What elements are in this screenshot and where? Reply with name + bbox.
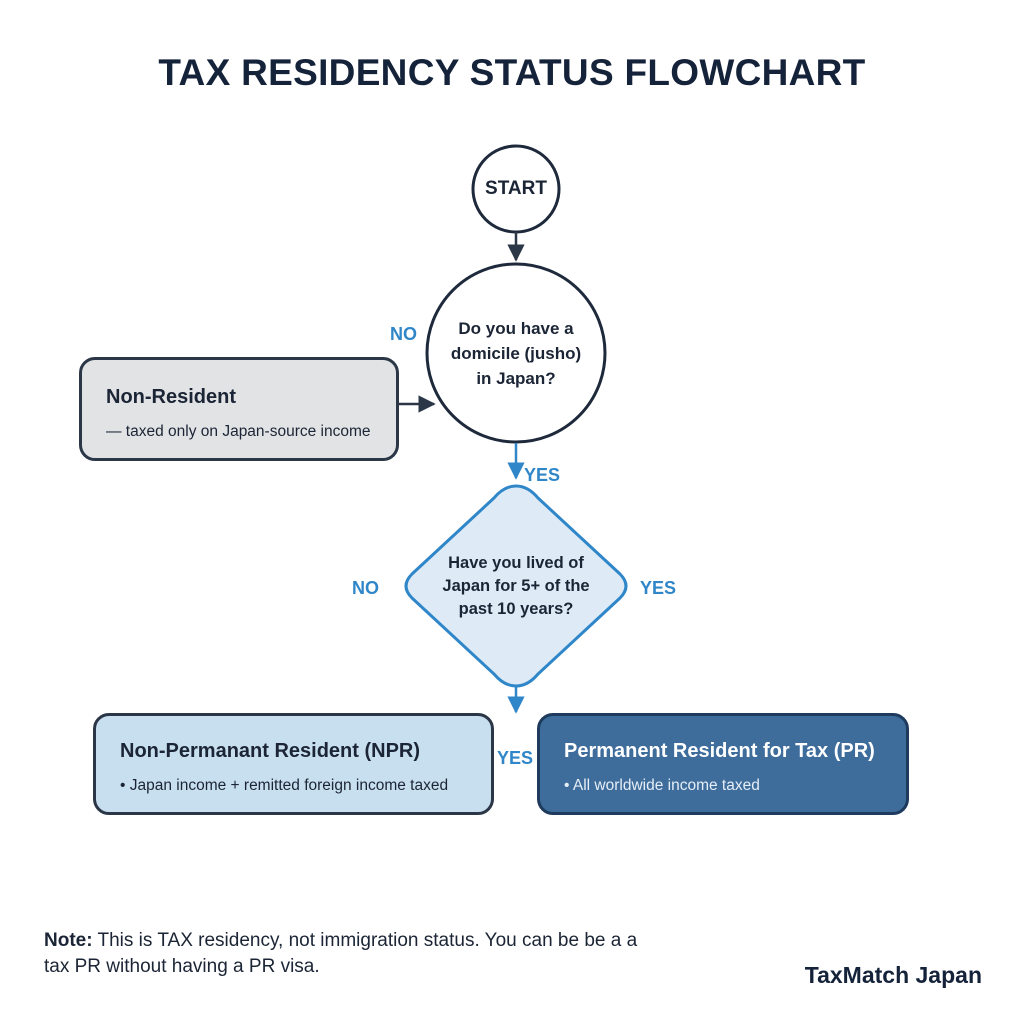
years-question-text: Have you lived of Japan for 5+ of the pa… — [442, 553, 590, 618]
non-resident-title: Non-Resident — [106, 386, 236, 408]
pr-title: Permanent Resident for Tax (PR) — [564, 740, 875, 762]
pr-description: • All worldwide income taxed — [564, 777, 760, 794]
brand-logo-text: TaxMatch Japan — [804, 962, 982, 988]
footnote-text: This is TAX residency, not immigration s… — [44, 930, 638, 977]
non-resident-description: — taxed only on Japan-source income — [106, 423, 371, 440]
non-resident-box: Non-Resident — taxed only on Japan-sourc… — [79, 357, 399, 461]
years-no-label: NO — [352, 578, 379, 598]
footnote-label: Note: — [44, 930, 93, 951]
pr-box: Permanent Resident for Tax (PR) • All wo… — [537, 713, 909, 815]
years-yes-right-label: YES — [640, 578, 677, 598]
domicile-question-text: Do you have a domicile (jusho) in Japan? — [450, 318, 582, 388]
footnote: Note: This is TAX residency, not immigra… — [44, 928, 664, 980]
years-yes-bottom-label: YES — [497, 748, 534, 768]
page-title: TAX RESIDENCY STATUS FLOWCHART — [158, 52, 866, 93]
domicile-question-node — [425, 262, 607, 444]
start-node-label: START — [485, 178, 547, 199]
npr-description: • Japan income + remitted foreign income… — [120, 777, 449, 794]
npr-title: Non-Permanant Resident (NPR) — [120, 740, 421, 762]
npr-box: Non-Permanant Resident (NPR) • Japan inc… — [93, 713, 494, 815]
domicile-yes-label: YES — [524, 465, 561, 485]
domicile-no-label: NO — [390, 324, 417, 344]
